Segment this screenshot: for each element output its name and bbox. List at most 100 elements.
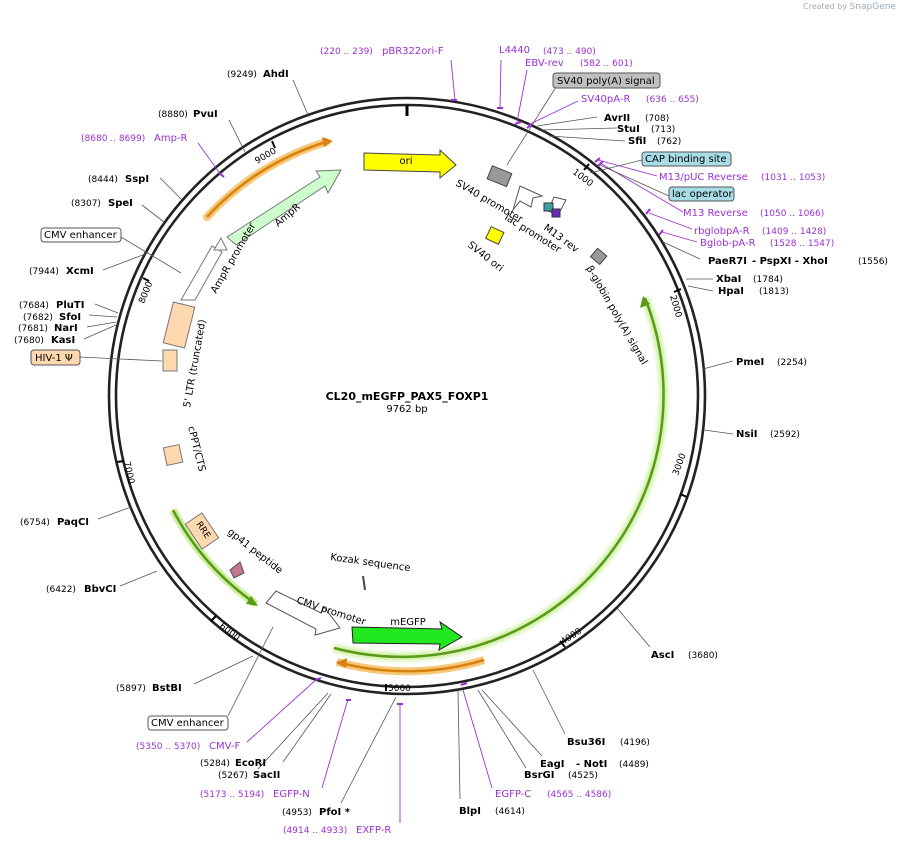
feature-ampr-promoter bbox=[180, 245, 223, 301]
enzyme-eagi: EagI - NotI (4489) bbox=[540, 759, 649, 770]
svg-text:8000: 8000 bbox=[138, 280, 156, 305]
svg-text:PvuI: PvuI bbox=[193, 109, 218, 120]
svg-text:EXFP-R: EXFP-R bbox=[356, 825, 391, 836]
svg-text:5000: 5000 bbox=[388, 684, 411, 694]
feature-sv40-promoter bbox=[512, 185, 544, 211]
feature-megfp bbox=[351, 620, 463, 651]
svg-text:SpeI: SpeI bbox=[108, 198, 133, 209]
enzyme-pluti: (7684)PluTI bbox=[19, 300, 84, 311]
svg-text:(1031 .. 1053): (1031 .. 1053) bbox=[761, 173, 825, 183]
enzyme-sfoi: (7682)SfoI bbox=[23, 312, 81, 323]
svg-text:(2592): (2592) bbox=[770, 430, 800, 440]
box-cmv-enhancer-bottom: CMV enhancer bbox=[147, 715, 229, 731]
svg-text:XbaI: XbaI bbox=[716, 274, 741, 285]
enzyme-paqci: (6754)PaqCI bbox=[20, 517, 89, 528]
enzyme-asci: AscI (3680) bbox=[651, 650, 718, 661]
svg-text:(5267): (5267) bbox=[218, 771, 248, 781]
enzyme-bsu36i: Bsu36I(4196) bbox=[567, 737, 650, 748]
feature-cppt-label: cPPT/CTS bbox=[185, 425, 207, 473]
enzyme-bsrgi: BsrGI(4525) bbox=[524, 770, 598, 781]
primer-m13-puc-reverse: M13/pUC Reverse (1031 .. 1053) bbox=[659, 172, 825, 183]
svg-text:(2254): (2254) bbox=[777, 358, 807, 368]
svg-text:(6422): (6422) bbox=[46, 585, 76, 595]
feature-rre bbox=[184, 512, 220, 550]
svg-text:EcoRI: EcoRI bbox=[235, 758, 266, 769]
orf-arc-ampr-inner bbox=[206, 140, 327, 218]
svg-text:SV40pA-R: SV40pA-R bbox=[581, 94, 630, 105]
svg-text:AscI: AscI bbox=[651, 650, 674, 661]
primer-egfp-n: (5173 .. 5194)EGFP-N bbox=[200, 789, 310, 800]
feature-cmv-promoter bbox=[265, 590, 341, 636]
enzyme-kasi: (7680)KasI bbox=[14, 335, 75, 346]
svg-text:(4953): (4953) bbox=[282, 808, 312, 818]
enzyme-ahdi: (9249) AhdI bbox=[227, 69, 289, 80]
primer-m13-reverse: M13 Reverse(1050 .. 1066) bbox=[683, 208, 824, 219]
enzyme-pvui: (8880) PvuI bbox=[158, 109, 218, 120]
orf-arrow-left bbox=[246, 596, 258, 606]
svg-text:BsrGI: BsrGI bbox=[524, 770, 554, 781]
box-cmv-enhancer-left: CMV enhancer bbox=[40, 227, 122, 243]
enzyme-hpai: HpaI(1813) bbox=[718, 286, 789, 297]
svg-text:SspI: SspI bbox=[125, 174, 149, 185]
svg-text:(8307): (8307) bbox=[71, 199, 101, 209]
enzyme-pmei: PmeI(2254) bbox=[736, 357, 807, 368]
svg-text:(8880): (8880) bbox=[158, 110, 188, 120]
enzyme-spei: (8307) SpeI bbox=[71, 198, 133, 209]
primer-labels: (220 .. 239)pBR322ori-F L4440(473 .. 490… bbox=[81, 45, 834, 836]
svg-text:NsiI: NsiI bbox=[736, 429, 757, 440]
orf-arc-left-inner bbox=[171, 509, 257, 606]
primer-egfp-c: EGFP-C(4565 .. 4586) bbox=[495, 789, 611, 800]
svg-text:EagI: EagI bbox=[540, 759, 564, 770]
svg-text:(5350 .. 5370): (5350 .. 5370) bbox=[136, 742, 200, 752]
svg-text:7000: 7000 bbox=[121, 461, 136, 486]
svg-text:- NotI: - NotI bbox=[576, 759, 607, 770]
tick-6000: 6000 bbox=[210, 615, 242, 644]
enzyme-stui: StuI(713) bbox=[617, 124, 675, 135]
svg-text:L4440: L4440 bbox=[499, 45, 530, 56]
svg-text:PfoI *: PfoI * bbox=[319, 807, 351, 818]
feature-ampr-arrow bbox=[213, 236, 228, 251]
svg-text:(4614): (4614) bbox=[495, 807, 525, 817]
orf-arrow-right bbox=[640, 296, 650, 308]
primer-ebv-rev: EBV-rev(582 .. 601) bbox=[525, 58, 633, 69]
svg-text:(4489): (4489) bbox=[619, 760, 649, 770]
feature-ori-label: ori bbox=[399, 156, 412, 167]
svg-text:XcmI: XcmI bbox=[66, 266, 94, 277]
svg-text:(8444): (8444) bbox=[88, 175, 118, 185]
enzyme-bstbi: (5897)BstBI bbox=[116, 683, 182, 694]
svg-text:BbvCI: BbvCI bbox=[84, 584, 116, 595]
svg-text:(3680): (3680) bbox=[688, 651, 718, 661]
feature-megfp-label: mEGFP bbox=[390, 617, 426, 628]
svg-text:pBR322ori-F: pBR322ori-F bbox=[382, 46, 444, 57]
svg-text:Bglob-pA-R: Bglob-pA-R bbox=[700, 238, 756, 249]
orf-arrow-megfp bbox=[336, 658, 347, 668]
primer-cmv-f: (5350 .. 5370)CMV-F bbox=[136, 741, 240, 752]
svg-text:(636 .. 655): (636 .. 655) bbox=[646, 95, 699, 105]
tick-1000: 1000 bbox=[570, 163, 595, 189]
primer-l4440: L4440(473 .. 490) bbox=[499, 45, 596, 57]
svg-text:CAP binding site: CAP binding site bbox=[645, 154, 727, 165]
svg-text:EBV-rev: EBV-rev bbox=[525, 58, 564, 69]
svg-text:(1784): (1784) bbox=[753, 275, 783, 285]
tick-5000: 5000 bbox=[385, 684, 411, 694]
orf-arc-megfp-inner bbox=[336, 658, 485, 673]
svg-text:(4565 .. 4586): (4565 .. 4586) bbox=[547, 790, 611, 800]
snapgene-brand: SnapGene bbox=[849, 2, 896, 12]
feature-cppt bbox=[162, 443, 184, 467]
svg-text:(1409 .. 1428): (1409 .. 1428) bbox=[762, 227, 826, 237]
svg-text:(7944): (7944) bbox=[29, 267, 59, 277]
svg-text:SfiI: SfiI bbox=[628, 136, 646, 147]
feature-gp41 bbox=[229, 561, 245, 579]
svg-text:M13/pUC Reverse: M13/pUC Reverse bbox=[659, 172, 748, 183]
enzyme-sfii: SfiI(762) bbox=[628, 136, 681, 147]
svg-text:(7680): (7680) bbox=[14, 336, 44, 346]
enzyme-nari: (7681)NarI bbox=[18, 323, 78, 334]
enzyme-avrii: AvrII(708) bbox=[604, 113, 669, 124]
feature-sv40-ori bbox=[485, 225, 505, 245]
svg-text:(9249): (9249) bbox=[227, 70, 257, 80]
svg-text:(708): (708) bbox=[645, 114, 669, 124]
feature-beta-globin bbox=[589, 247, 608, 266]
orf-arrow-ampr bbox=[322, 137, 333, 147]
svg-text:AhdI: AhdI bbox=[263, 69, 289, 80]
